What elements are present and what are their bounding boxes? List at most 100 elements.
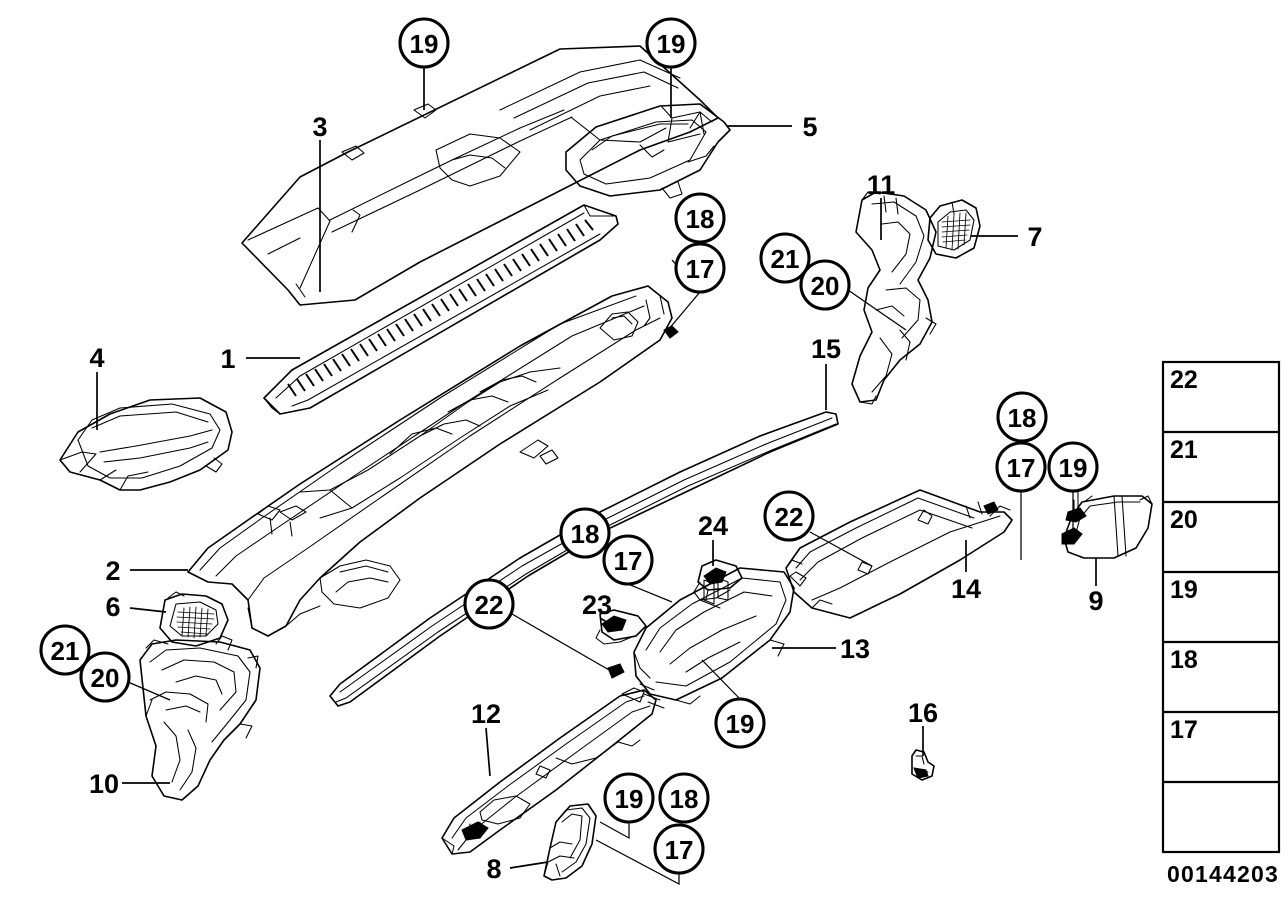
callout-label: 7 (1027, 222, 1042, 252)
callout-circle (398, 17, 450, 69)
callout-label: 18 (571, 519, 600, 549)
legend-row-number: 21 (1170, 436, 1198, 464)
callout-label: 5 (802, 112, 817, 142)
callout-19-c19d[interactable]: 19 (714, 697, 766, 749)
callout-label: 2 (105, 556, 120, 586)
legend-row-number: 18 (1170, 646, 1198, 674)
callout-16-c16[interactable]: 16 (908, 698, 938, 728)
callout-18-c18d[interactable]: 18 (658, 772, 710, 824)
part-14-cowl-extension-right (785, 489, 1013, 619)
callout-circle (674, 192, 726, 244)
leader-20a (847, 289, 907, 331)
callout-23-c23[interactable]: 23 (582, 590, 612, 620)
diagram-part-number: 00144203 (1167, 861, 1279, 887)
part-11-air-duct-right (851, 191, 937, 405)
callout-circle (602, 534, 654, 586)
callout-17-c17c[interactable]: 17 (602, 534, 654, 586)
callout-label: 17 (614, 546, 643, 576)
legend-row-number: 20 (1170, 506, 1198, 534)
callout-20-c20b[interactable]: 20 (79, 651, 131, 703)
callout-19-c19a[interactable]: 19 (398, 17, 450, 69)
callout-label: 16 (908, 698, 938, 728)
legend-row-number: 22 (1170, 366, 1198, 394)
part-8-duct-piece (543, 803, 597, 881)
leader-23 (599, 617, 611, 625)
leader-22a (809, 531, 873, 567)
callout-label: 17 (686, 254, 715, 284)
callout-22-c22a[interactable]: 22 (763, 490, 815, 542)
part-2-cowl-panel (187, 285, 673, 637)
callout-circle (759, 232, 811, 284)
callout-label: 22 (775, 502, 804, 532)
callout-21-c21b[interactable]: 21 (39, 624, 91, 676)
callout-1-c1[interactable]: 1 (220, 344, 235, 374)
callout-22-c22b[interactable]: 22 (463, 578, 515, 630)
callout-circle (39, 624, 91, 676)
callout-label: 15 (811, 334, 841, 364)
callout-label: 4 (89, 343, 104, 373)
callout-2-c2[interactable]: 2 (105, 556, 120, 586)
callout-label: 18 (670, 784, 699, 814)
callout-3-c3[interactable]: 3 (312, 112, 327, 142)
callout-18-c18c[interactable]: 18 (559, 507, 611, 559)
callout-label: 9 (1088, 586, 1103, 616)
callout-11-c11[interactable]: 11 (867, 170, 896, 200)
legend-row-number: 19 (1170, 576, 1198, 604)
callout-label: 17 (1007, 453, 1036, 483)
part-6-vent-grille (159, 591, 229, 647)
callout-19-c19b[interactable]: 19 (645, 17, 697, 69)
callout-12-c12[interactable]: 12 (471, 699, 501, 729)
callout-19-c19e[interactable]: 19 (603, 772, 655, 824)
callout-label: 21 (51, 636, 80, 666)
callout-circle (799, 259, 851, 311)
leader-17c (627, 583, 673, 603)
callout-20-c20a[interactable]: 20 (799, 259, 851, 311)
callout-label: 17 (665, 835, 694, 865)
callout-17-c17d[interactable]: 17 (653, 823, 705, 875)
callout-18-c18b[interactable]: 18 (996, 391, 1048, 443)
callout-circle (603, 772, 655, 824)
callout-9-c9[interactable]: 9 (1088, 586, 1103, 616)
callout-label: 21 (771, 244, 800, 274)
callout-circle (763, 490, 815, 542)
callout-5-c5[interactable]: 5 (802, 112, 817, 142)
callout-label: 14 (951, 574, 981, 604)
callout-18-c18a[interactable]: 18 (674, 192, 726, 244)
callout-8-c8[interactable]: 8 (486, 854, 501, 884)
callout-6-c6[interactable]: 6 (105, 592, 120, 622)
callout-15-c15[interactable]: 15 (811, 334, 841, 364)
callout-circle (463, 578, 515, 630)
callout-label: 10 (89, 769, 119, 799)
part-16-clip-bracket (911, 749, 935, 781)
callout-7-c7[interactable]: 7 (1027, 222, 1042, 252)
callout-label: 12 (471, 699, 501, 729)
callout-label: 22 (475, 590, 504, 620)
callout-10-c10[interactable]: 10 (89, 769, 119, 799)
part-1-cabin-air-filter (263, 204, 619, 415)
callout-label: 19 (1059, 453, 1088, 483)
leader-12 (485, 727, 491, 777)
callout-19-c19c[interactable]: 19 (1047, 441, 1099, 493)
callout-4-c4[interactable]: 4 (89, 343, 104, 373)
callout-13-c13[interactable]: 13 (840, 634, 870, 664)
callout-label: 8 (486, 854, 501, 884)
callout-label: 11 (867, 170, 896, 200)
leader-22b (511, 613, 617, 675)
leader-6 (129, 607, 167, 613)
callout-circle (658, 772, 710, 824)
leader-20b (127, 681, 171, 701)
callout-14-c14[interactable]: 14 (951, 574, 981, 604)
part-5-filter-housing-cover (565, 103, 731, 199)
callout-label: 18 (686, 204, 715, 234)
callout-label: 19 (657, 29, 686, 59)
leader-17d (595, 839, 680, 886)
callout-24-c24[interactable]: 24 (698, 511, 728, 541)
callout-17-c17b[interactable]: 17 (995, 441, 1047, 493)
part-3-cowl-cover (241, 45, 719, 306)
callout-17-c17a[interactable]: 17 (674, 242, 726, 294)
callout-label: 1 (220, 344, 235, 374)
callout-21-c21a[interactable]: 21 (759, 232, 811, 284)
